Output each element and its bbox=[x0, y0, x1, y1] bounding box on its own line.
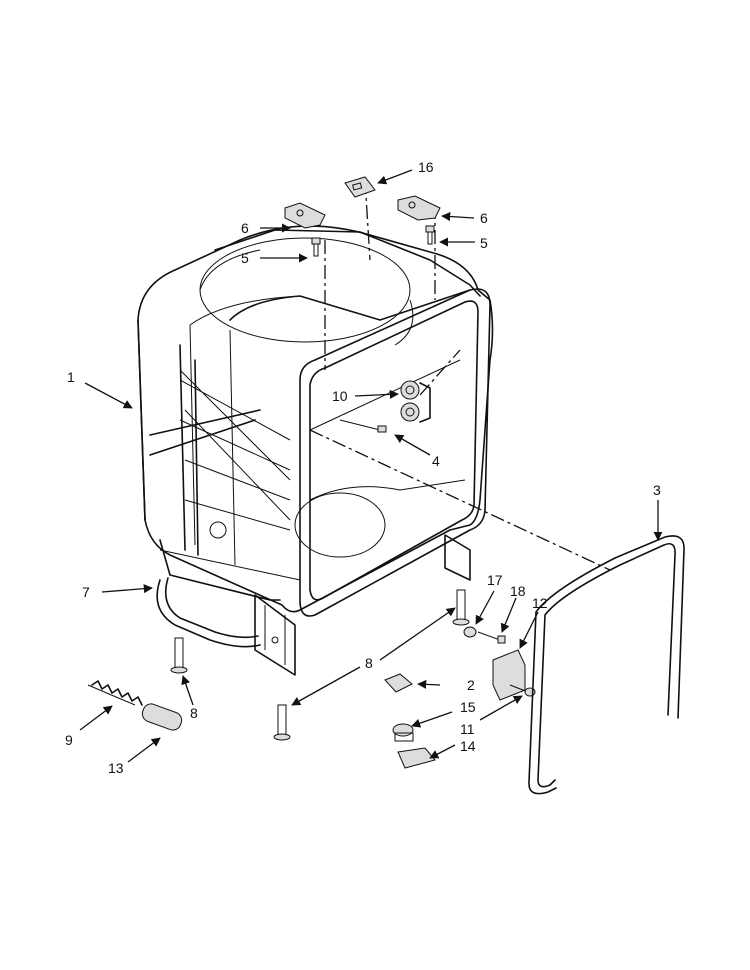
part-14-bracket bbox=[397, 747, 436, 769]
callout-9: 9 bbox=[65, 732, 73, 748]
part-8-leg-left bbox=[170, 637, 188, 674]
callout-18: 18 bbox=[510, 583, 526, 599]
leg-bracket-left bbox=[254, 594, 296, 676]
callout-1: 1 bbox=[67, 369, 75, 385]
callout-3: 3 bbox=[653, 482, 661, 498]
part-8-leg-right bbox=[452, 589, 470, 626]
callout-5-left: 5 bbox=[241, 250, 249, 266]
part-10-spring-assembly bbox=[400, 380, 431, 423]
assembly-lines bbox=[309, 179, 611, 571]
part-6-bracket-right bbox=[397, 195, 441, 221]
callout-6-left: 6 bbox=[241, 220, 249, 236]
callout-2: 2 bbox=[467, 677, 475, 693]
leader-lines bbox=[79, 169, 663, 763]
callout-labels: 1 2 3 4 5 5 6 6 7 8 8 9 10 11 12 13 14 1… bbox=[65, 159, 661, 776]
part-8-leg-front bbox=[273, 704, 291, 741]
callout-13: 13 bbox=[108, 760, 124, 776]
callout-8-left: 8 bbox=[190, 705, 198, 721]
part-6-bracket-left bbox=[284, 202, 326, 229]
callout-8-right: 8 bbox=[365, 655, 373, 671]
part-17-screw bbox=[463, 626, 477, 638]
part-2-clip bbox=[384, 673, 413, 693]
callout-12: 12 bbox=[532, 595, 548, 611]
part-3-door-gasket bbox=[528, 535, 685, 795]
part-5-screw-left bbox=[311, 237, 321, 257]
part-13-cap bbox=[141, 703, 183, 731]
callout-5-right: 5 bbox=[480, 235, 488, 251]
callout-14: 14 bbox=[460, 738, 476, 754]
callout-16: 16 bbox=[418, 159, 434, 175]
part-4-screw bbox=[339, 419, 387, 433]
part-12-bracket bbox=[492, 649, 526, 701]
callout-11: 11 bbox=[460, 721, 475, 737]
dishwasher-tub bbox=[137, 225, 494, 617]
callout-15: 15 bbox=[460, 699, 476, 715]
callout-4: 4 bbox=[432, 453, 440, 469]
part-5-screw-right bbox=[425, 225, 435, 245]
part-18-screw bbox=[477, 631, 506, 644]
leg-bracket-right bbox=[444, 534, 471, 581]
part-16-bracket bbox=[344, 176, 376, 198]
part-7-hose bbox=[156, 577, 261, 648]
callout-7: 7 bbox=[82, 584, 90, 600]
callout-10: 10 bbox=[332, 388, 348, 404]
part-9-spring bbox=[87, 680, 143, 706]
callout-17: 17 bbox=[487, 572, 503, 588]
part-15-switch bbox=[392, 723, 414, 742]
callout-6-right: 6 bbox=[480, 210, 488, 226]
